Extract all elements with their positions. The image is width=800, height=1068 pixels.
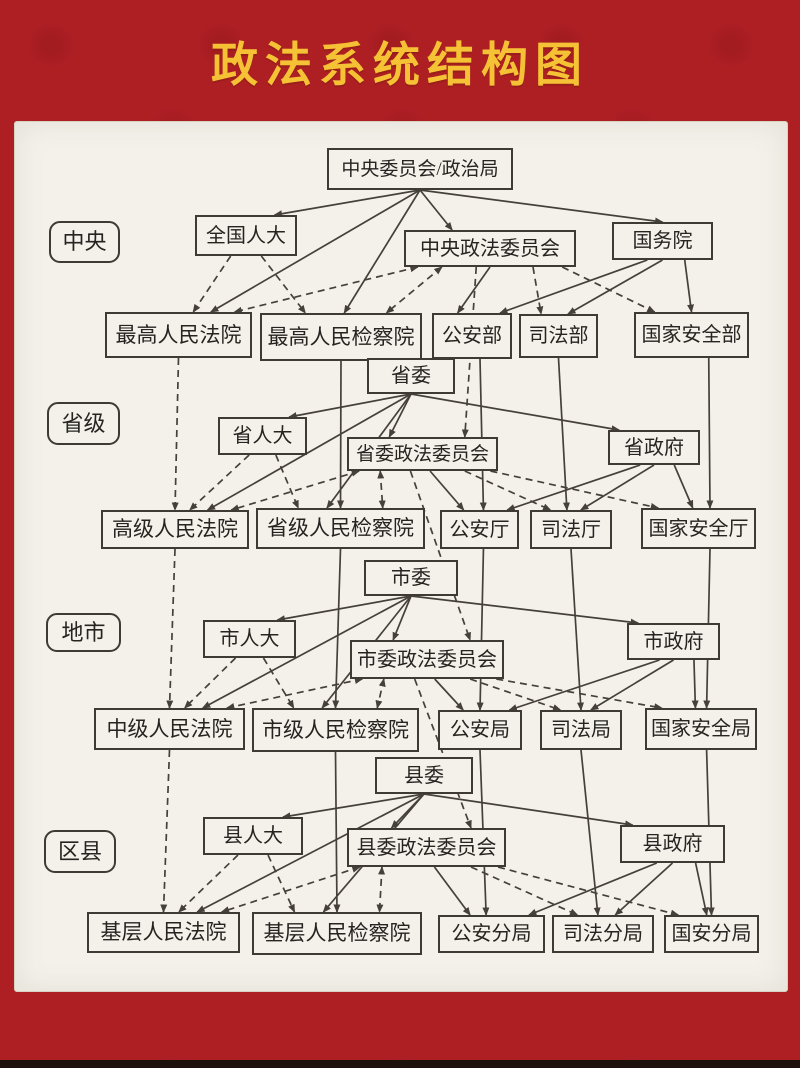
page-title: 政法系统结构图 [211, 38, 589, 93]
title-banner: 政法系统结构图 [0, 0, 800, 121]
bottom-bar [0, 1060, 800, 1068]
diagram-panel [14, 121, 788, 992]
